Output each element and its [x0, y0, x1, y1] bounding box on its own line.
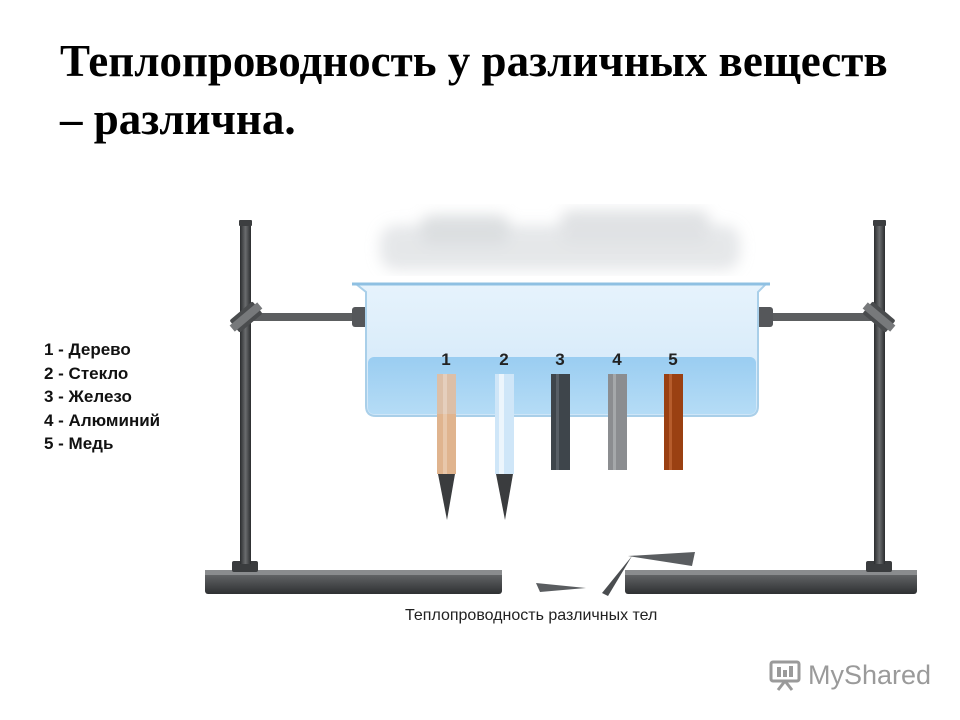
- right-stand: [625, 220, 917, 594]
- fallen-pins: [536, 552, 695, 596]
- right-stand-pole: [874, 222, 885, 564]
- left-stand-foot: [232, 561, 258, 572]
- rod-aluminium: [608, 374, 627, 470]
- left-arm: [242, 313, 354, 321]
- legend-item-copper: 5 - Медь: [44, 434, 114, 453]
- rod-number-4: 4: [612, 350, 622, 369]
- right-stand-base: [625, 570, 917, 594]
- legend-item-wood: 1 - Дерево: [44, 340, 131, 359]
- rod-number-3: 3: [555, 350, 564, 369]
- right-arm: [770, 313, 880, 321]
- legend-item-aluminium: 4 - Алюминий: [44, 410, 161, 430]
- steam: [380, 210, 740, 270]
- rod-wood: [437, 374, 456, 520]
- legend-item-iron: 3 - Железо: [44, 387, 132, 406]
- rod-number-2: 2: [499, 350, 508, 369]
- rod-number-5: 5: [668, 350, 677, 369]
- left-stand: [205, 220, 502, 594]
- left-clamp: [229, 302, 263, 332]
- rod-glass: [495, 374, 514, 520]
- slide-title: Теплопроводность у различных веществ – р…: [60, 36, 888, 144]
- rod-iron: [551, 374, 570, 470]
- right-clamp: [862, 302, 896, 332]
- watermark: MyShared: [768, 655, 931, 695]
- presentation-icon: [769, 660, 801, 691]
- rod-number-1: 1: [441, 350, 450, 369]
- watermark-text: MyShared: [808, 659, 932, 690]
- diagram-caption: Теплопроводность различных тел: [405, 607, 658, 624]
- left-stand-pole: [240, 222, 251, 564]
- rods: 1 2 3 4 5: [437, 350, 683, 520]
- legend-item-glass: 2 - Стекло: [44, 363, 129, 383]
- rod-copper: [664, 374, 683, 470]
- right-stand-foot: [866, 561, 892, 572]
- material-legend: 1 - Дерево 2 - Стекло 3 - Железо 4 - Алю…: [44, 338, 160, 456]
- left-stand-base: [205, 570, 502, 594]
